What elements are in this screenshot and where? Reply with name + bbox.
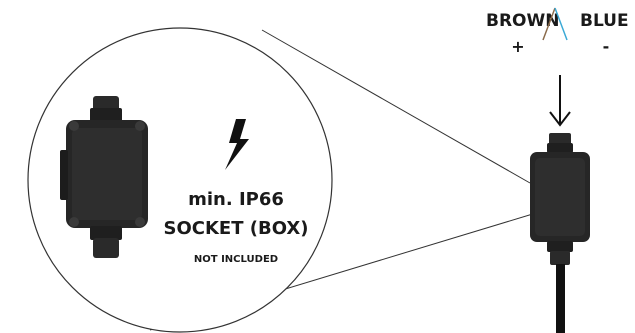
lightning-bolt-icon xyxy=(225,119,249,170)
callout-line-2: SOCKET (BOX) xyxy=(164,218,309,239)
blue-wire-label: BLUE xyxy=(580,11,629,31)
brown-sign: + xyxy=(511,37,524,56)
zoom-line-top xyxy=(261,29,531,184)
callout-note: NOT INCLUDED xyxy=(194,254,278,265)
junction-box-large xyxy=(60,96,148,258)
power-cable xyxy=(556,264,565,333)
blue-sign: - xyxy=(603,37,610,56)
down-arrow-icon xyxy=(549,75,571,127)
callout-line-1: min. IP66 xyxy=(188,189,284,210)
brown-wire-label: BROWN xyxy=(486,11,559,31)
brown-wire xyxy=(542,7,556,41)
junction-box-small xyxy=(530,133,590,265)
blue-wire xyxy=(554,7,568,41)
